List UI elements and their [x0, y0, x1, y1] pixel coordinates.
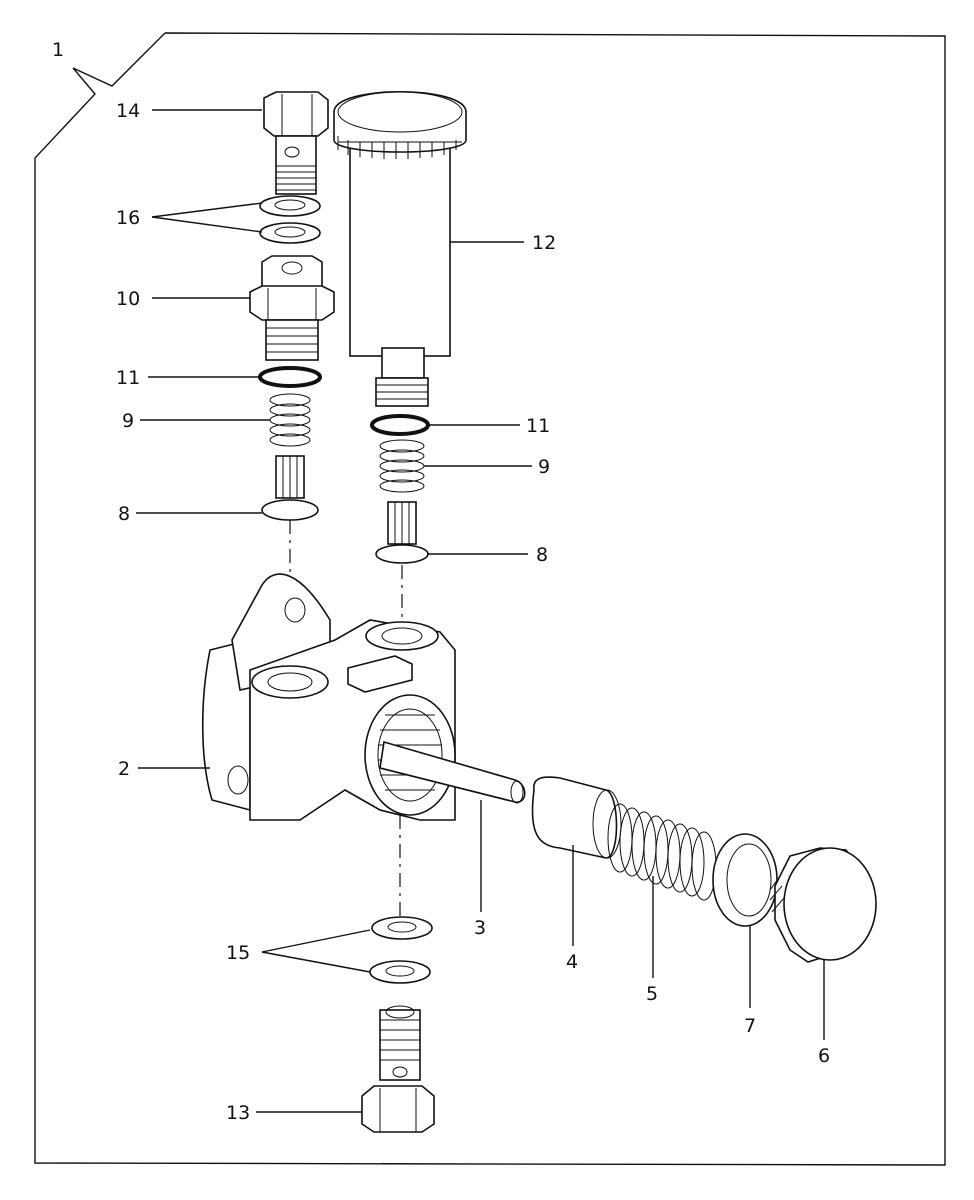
label-11-right: 11	[526, 415, 550, 437]
part-9-spring-right	[379, 439, 425, 493]
label-8-left: 8	[118, 503, 130, 525]
part-10-valve-holder	[249, 255, 335, 361]
part-2-pump-body	[201, 573, 456, 821]
label-7: 7	[744, 1015, 756, 1037]
label-4: 4	[566, 951, 578, 973]
part-8-valve-right	[375, 501, 429, 564]
part-9-spring-left	[269, 393, 311, 447]
part-16-washers	[259, 195, 321, 244]
part-5-spring	[607, 803, 717, 901]
label-15: 15	[226, 942, 250, 964]
label-11-left: 11	[116, 367, 140, 389]
part-7-gasket	[712, 833, 778, 927]
part-11-o-ring-left	[258, 366, 322, 388]
label-12: 12	[532, 232, 556, 254]
label-10: 10	[116, 288, 140, 310]
label-13: 13	[226, 1102, 250, 1124]
part-labels: 1 14 16 10 11 9 8 12 11 9 8 2 3 4 5 7 6 …	[52, 39, 830, 1124]
label-16: 16	[116, 207, 140, 229]
part-12-priming-pump	[333, 90, 467, 407]
part-6-plug	[769, 847, 877, 963]
frame-border	[34, 32, 946, 1166]
label-9-left: 9	[122, 410, 134, 432]
label-5: 5	[646, 983, 658, 1005]
part-13-banjo-bolt	[361, 1005, 435, 1133]
label-6: 6	[818, 1045, 830, 1067]
part-4-sleeve	[531, 776, 622, 859]
label-1: 1	[52, 39, 64, 61]
part-11-o-ring-right	[370, 414, 430, 436]
part-8-valve-left	[261, 455, 319, 521]
label-8-right: 8	[536, 544, 548, 566]
label-14: 14	[116, 100, 140, 122]
part-3-piston-rod	[379, 740, 526, 804]
label-2: 2	[118, 758, 130, 780]
leader-lines	[136, 109, 825, 1113]
part-15-washers	[369, 916, 433, 984]
label-9-right: 9	[538, 456, 550, 478]
label-3: 3	[474, 917, 486, 939]
part-14-banjo-bolt	[263, 91, 329, 195]
